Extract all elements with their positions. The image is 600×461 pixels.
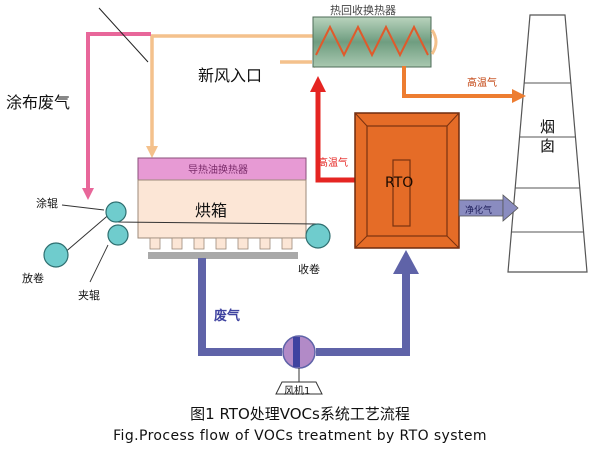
oven-inlet-arrowhead xyxy=(146,146,158,158)
hot-gas-to-chimney-duct xyxy=(402,66,512,98)
hot-air-riser-arrowhead xyxy=(310,76,326,92)
coating-exhaust-duct xyxy=(86,32,151,190)
rollers xyxy=(43,201,331,268)
heat-exchanger xyxy=(312,16,438,68)
hot-gas-left-label: 高温气 xyxy=(318,158,348,169)
coating-roller xyxy=(105,201,127,223)
rewind-roll xyxy=(305,223,331,249)
unwind-roll xyxy=(43,242,69,268)
waste-gas-duct xyxy=(198,258,410,356)
nip-roller-label: 夹辊 xyxy=(78,289,100,302)
hot-gas-right-label: 高温气 xyxy=(467,78,497,89)
chimney-label-1: 烟囱 xyxy=(540,118,556,155)
oven-label: 烘箱 xyxy=(195,201,228,220)
clean-gas-arrow xyxy=(458,194,519,222)
leader-lines xyxy=(61,204,109,283)
hot-gas-to-chimney-arrowhead xyxy=(512,89,526,103)
figure-caption-cn: 图1 RTO处理VOCs系统工艺流程 xyxy=(190,405,410,423)
roller-label: 涂辊 xyxy=(36,197,58,210)
fan-label: 风机1 xyxy=(284,386,311,397)
fresh-air-inlet-label: 新风入口 xyxy=(198,66,263,85)
rto-unit xyxy=(354,112,460,249)
chimney xyxy=(507,14,588,273)
fan-1 xyxy=(275,335,323,395)
heater-label: 导热油换热器 xyxy=(188,165,248,176)
figure-caption-en: Fig.Process flow of VOCs treatment by RT… xyxy=(113,428,487,444)
nip-roller xyxy=(107,224,129,246)
hot-air-riser xyxy=(315,90,355,183)
heat-exchanger-label: 热回收换热器 xyxy=(330,4,396,17)
waste-gas-label: 废气 xyxy=(214,309,241,324)
oven xyxy=(137,157,307,259)
rewind-label: 收卷 xyxy=(298,263,320,276)
rto-label: RTO xyxy=(385,175,414,191)
coating-exhaust-arrowhead xyxy=(82,188,94,200)
clean-gas-label: 净化气 xyxy=(465,206,493,216)
waste-gas-arrowhead xyxy=(393,250,419,274)
unwind-label: 放卷 xyxy=(22,272,44,285)
coating-exhaust-label: 涂布废气 xyxy=(6,93,71,112)
leader-line xyxy=(98,7,149,63)
